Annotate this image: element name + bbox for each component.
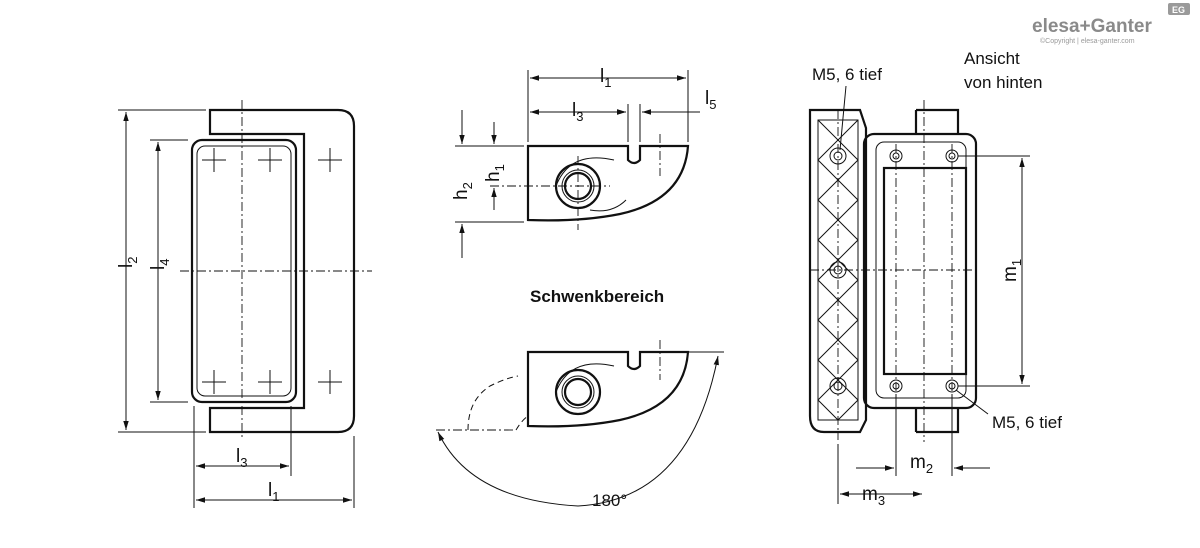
dim-h2-label: h2 <box>451 182 475 200</box>
dim-m3-label: m3 <box>862 484 885 508</box>
dim-l2-label: l2 <box>116 257 140 268</box>
side-view <box>455 70 700 258</box>
rear-view-label-2: von hinten <box>964 73 1042 92</box>
dim-m1-label: m1 <box>1000 259 1024 282</box>
thread-note-bottom: M5, 6 tief <box>992 413 1062 432</box>
brand-logo: elesa+Ganter EG ©Copyright | elesa-gante… <box>1032 3 1190 45</box>
copyright-text: ©Copyright | elesa-ganter.com <box>1040 37 1135 45</box>
front-view <box>118 100 372 508</box>
dim-l4-label: l4 <box>148 259 172 270</box>
dim-h1-label: h1 <box>483 164 507 182</box>
dim-l1-side-label: l1 <box>600 66 611 90</box>
dim-l3-side-label: l3 <box>572 100 583 124</box>
rear-view-label-1: Ansicht <box>964 49 1020 68</box>
dim-l3-front-label: l3 <box>236 446 247 470</box>
swivel-range-title: Schwenkbereich <box>530 287 664 306</box>
badge-box <box>1168 3 1190 15</box>
rear-view <box>808 85 1030 504</box>
dim-m2-label: m2 <box>910 452 933 476</box>
angle-label: 180° <box>592 491 627 510</box>
dim-l5-label: l5 <box>705 88 716 112</box>
dim-l1-front-label: l1 <box>268 480 279 504</box>
swivel-view <box>436 340 724 507</box>
logo-badge: EG <box>1172 5 1185 15</box>
thread-note-top: M5, 6 tief <box>812 65 882 84</box>
logo-text: elesa+Ganter <box>1032 16 1152 37</box>
